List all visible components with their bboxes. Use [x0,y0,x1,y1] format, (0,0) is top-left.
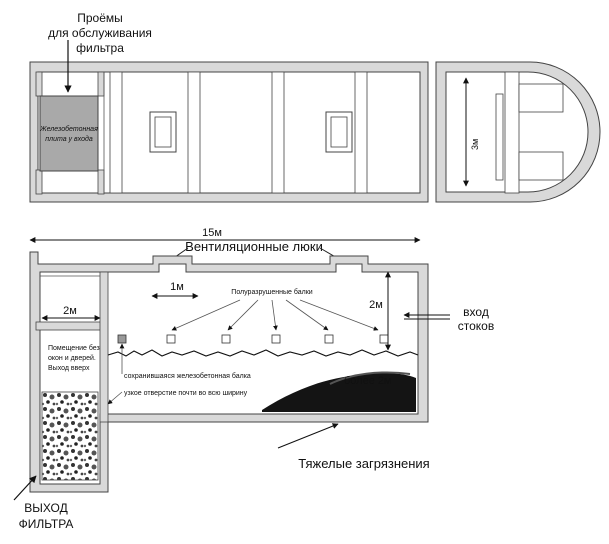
beam-4 [324,334,334,344]
vent-hatches-label: Вентиляционные люки [185,239,323,254]
section-view: 15м Вентиляционные люки 2м Помещение без… [13,227,494,531]
length-label: 15м [202,227,222,239]
sludge-pile [262,373,416,412]
vent-hatch-plan-2 [325,111,353,153]
beam-2 [221,334,231,344]
end-view-width-label: 3м [470,139,480,150]
room-width-label: 2м [63,305,77,317]
concrete-slab-label-2: плита у входа [45,135,93,143]
inlet-label-2: стоков [458,319,494,333]
beam-3 [271,334,281,344]
surviving-beam-label: сохранившаяся железобетонная балка [124,372,251,380]
filter-exit-label-1: ВЫХОД [24,501,67,515]
service-openings-label-2: для обслуживания [48,26,152,40]
depth-label: 2м [369,299,383,311]
heavy-pollution-label: Тяжелые загрязнения [298,456,429,471]
concrete-slab-label-1: Железобетонная [39,125,98,133]
water-surface [107,349,419,357]
room-label-1: Помещение без [48,344,100,352]
narrow-opening-label: узкое отверстие почти во всю ширину [124,390,248,397]
room-label-3: Выход вверх [48,365,90,372]
filter-exit-label-2: ФИЛЬТРА [19,517,74,531]
section-inner-cavity [39,263,419,485]
beam-5 [379,334,389,344]
end-view: 3м [435,61,601,203]
half-ruined-beams-label: Полуразрушенные балки [231,288,313,296]
surviving-beam [117,334,127,344]
concrete-slab [39,95,99,172]
one-meter-label: 1м [170,281,184,293]
plan-view: Железобетонная плита у входа Проёмы для … [29,11,429,203]
room-label-2: окон и дверей. [48,354,96,362]
sludge-depth-label: более 2м [344,375,392,387]
service-openings-label-3: фильтра [76,41,124,55]
beam-1 [166,334,176,344]
inlet-label-1: вход [463,305,489,319]
vent-hatch-plan-1 [149,111,177,153]
filter-media [41,391,99,481]
service-openings-label-1: Проёмы [77,11,123,25]
